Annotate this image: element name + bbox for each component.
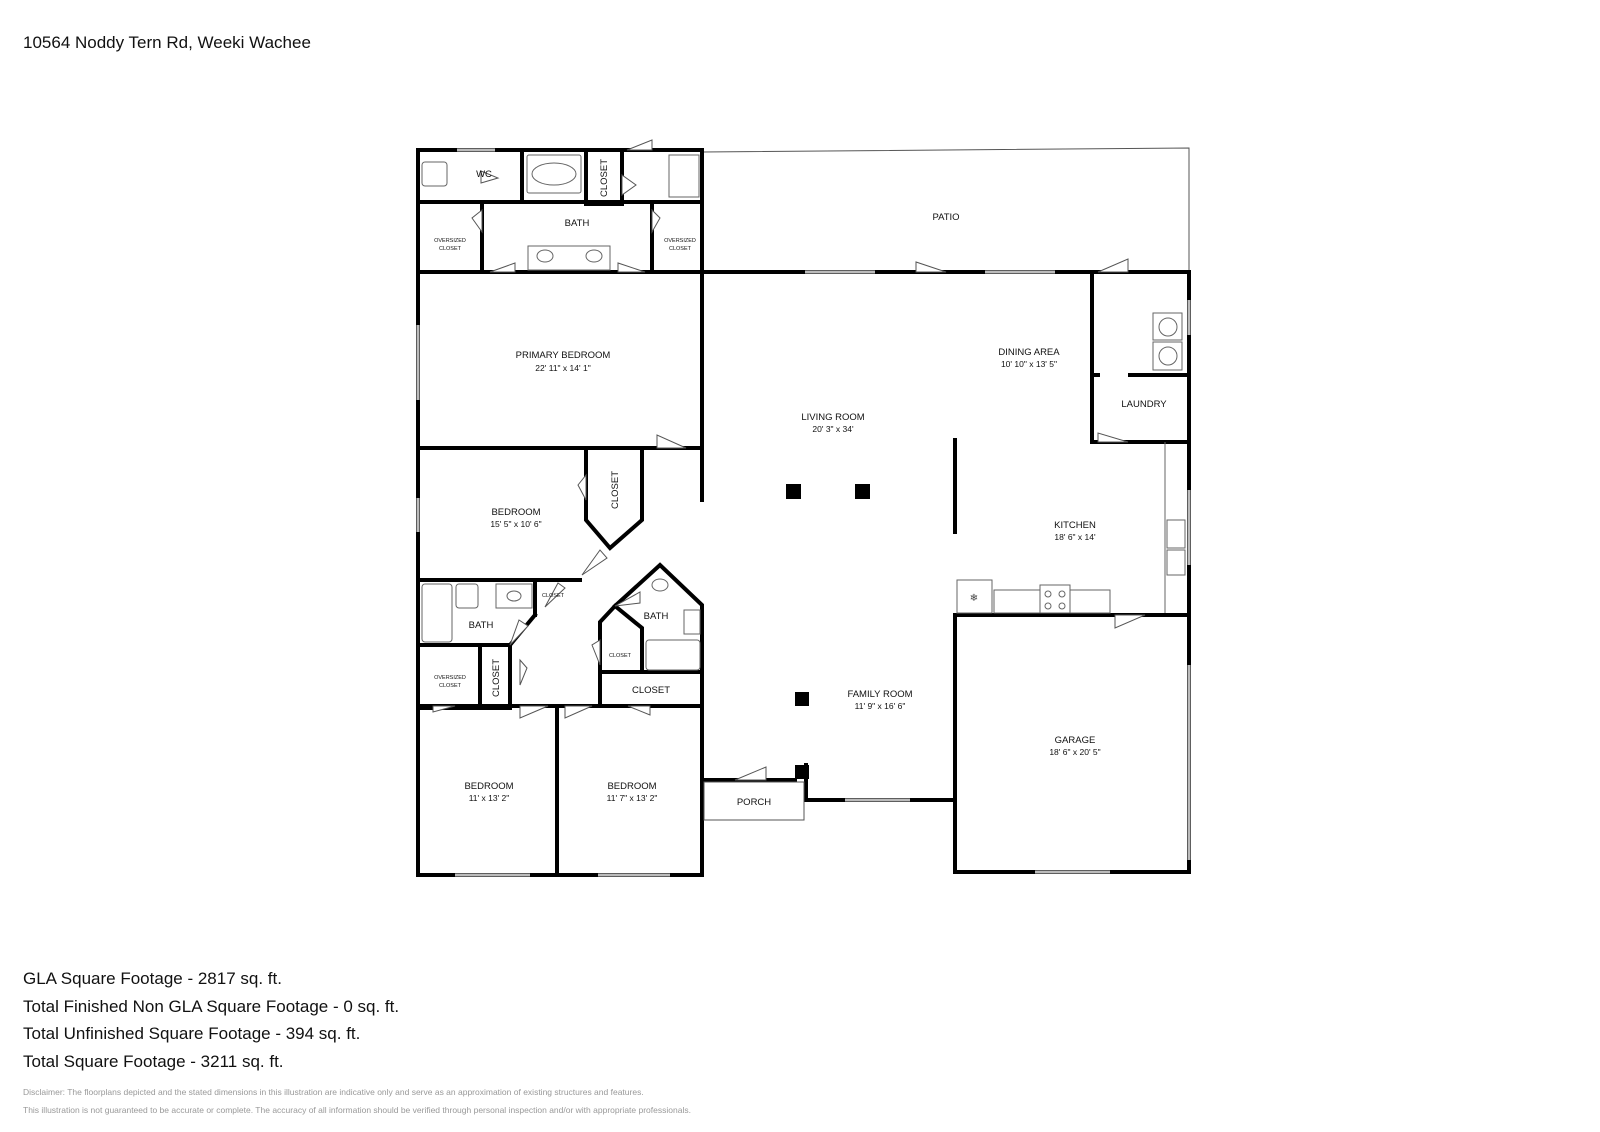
gla-square-footage: GLA Square Footage - 2817 sq. ft.	[23, 969, 282, 988]
room-dim-bedroom-2: 15' 5" x 10' 6"	[490, 519, 541, 529]
room-label-bath-2: BATH	[469, 620, 494, 631]
room-label-kitchen: KITCHEN	[1054, 520, 1096, 531]
porch-outline	[703, 781, 805, 821]
room-label-closet-mid: CLOSET	[632, 685, 670, 696]
room-label-bath-3: BATH	[644, 611, 669, 622]
fixtures	[421, 154, 1186, 671]
room-label-bedroom-3: BEDROOM	[464, 781, 513, 792]
unfinished-square-footage: Total Unfinished Square Footage - 394 sq…	[23, 1024, 361, 1043]
room-label-family-room: FAMILY ROOM	[847, 689, 912, 700]
room-label-oversized-closet-b: OVERSIZED	[664, 238, 696, 244]
disclaimer: Disclaimer: The floorplans depicted and …	[23, 1083, 691, 1119]
room-label-oversized-closet-a2: CLOSET	[439, 246, 462, 252]
property-address: 10564 Noddy Tern Rd, Weeki Wachee	[23, 33, 311, 52]
room-label-wc: WC	[476, 169, 492, 180]
room-label-closet-top: CLOSET	[599, 159, 610, 197]
room-label-oversized-closet-c2: CLOSET	[439, 683, 462, 689]
room-dim-bedroom-3: 11' x 13' 2"	[469, 793, 510, 803]
non-gla-square-footage: Total Finished Non GLA Square Footage - …	[23, 996, 400, 1016]
room-dim-garage: 18' 6" x 20' 5"	[1049, 747, 1100, 757]
room-dim-living-room: 20' 3" x 34'	[812, 424, 854, 434]
room-dim-primary-bedroom: 22' 11" x 14' 1"	[535, 363, 590, 373]
room-dim-kitchen: 18' 6" x 14'	[1054, 532, 1096, 542]
room-label-closet-small-b: CLOSET	[609, 653, 632, 659]
room-label-laundry: LAUNDRY	[1121, 399, 1167, 410]
square-footage-summary: GLA Square Footage - 2817 sq. ft. Total …	[23, 965, 399, 1075]
windows	[416, 148, 1191, 877]
room-label-closet-small-a: CLOSET	[542, 593, 565, 599]
room-label-oversized-closet-a: OVERSIZED	[434, 238, 466, 244]
total-square-footage: Total Square Footage - 3211 sq. ft.	[23, 1051, 284, 1071]
room-label-living-room: LIVING ROOM	[801, 412, 864, 423]
walls	[416, 148, 1191, 877]
room-label-closet-bed2: CLOSET	[610, 471, 621, 509]
room-label-oversized-closet-c: OVERSIZED	[434, 675, 466, 681]
room-label-dining-area: DINING AREA	[998, 347, 1060, 358]
disclaimer-line-2: This illustration is not guaranteed to b…	[23, 1105, 691, 1115]
room-label-bedroom-4: BEDROOM	[607, 781, 656, 792]
room-dim-family-room: 11' 9" x 16' 6"	[855, 701, 906, 711]
room-label-oversized-closet-b2: CLOSET	[669, 246, 692, 252]
snowflake-icon: ❄	[970, 593, 978, 604]
door-swings	[432, 139, 1146, 781]
room-dim-bedroom-4: 11' 7" x 13' 2"	[607, 793, 658, 803]
room-label-porch: PORCH	[737, 797, 771, 808]
room-label-patio: PATIO	[932, 212, 959, 223]
patio-outline	[701, 147, 1190, 272]
room-label-bedroom-2: BEDROOM	[491, 507, 540, 518]
room-label-garage: GARAGE	[1055, 735, 1096, 746]
disclaimer-line-1: Disclaimer: The floorplans depicted and …	[23, 1087, 644, 1097]
room-label-closet-hall: CLOSET	[491, 659, 502, 697]
room-dim-dining-area: 10' 10" x 13' 5"	[1001, 359, 1057, 369]
room-label-bath-primary: BATH	[565, 218, 590, 229]
columns	[786, 484, 870, 779]
room-label-primary-bedroom: PRIMARY BEDROOM	[516, 350, 611, 361]
